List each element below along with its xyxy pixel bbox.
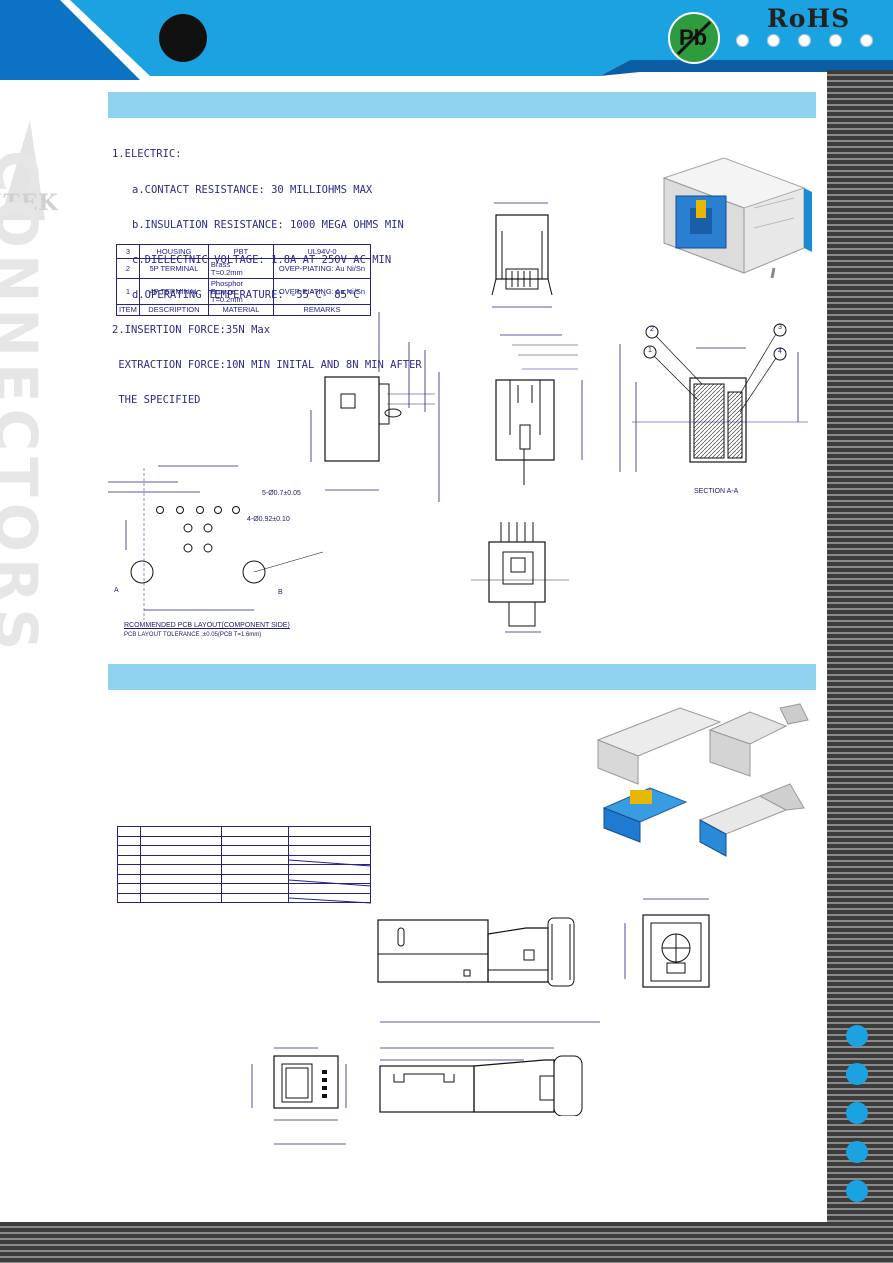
pcb-tolerance: PCB LAYOUT TOLERANCE :±0.05(PCB T=1.6mm) xyxy=(124,632,262,638)
spec-line: a.CONTACT RESISTANCE: 30 MILLIOHMS MAX xyxy=(132,183,373,196)
pcb-caption: RCOMMENDED PCB LAYOUT(COMPONENT SIDE) xyxy=(124,622,290,629)
plug-side-view-drawing xyxy=(377,917,575,987)
nav-bullet xyxy=(846,1180,868,1202)
table-cell: 5P TERMINAL xyxy=(138,258,209,279)
nav-bullet xyxy=(846,1102,868,1124)
table-cell: MATERIAL xyxy=(207,304,274,316)
bottom-view-drawing xyxy=(471,522,569,633)
table-row: ITEM DESCRIPTION MATERIAL REMARKS xyxy=(116,304,372,316)
table-cell: 2 xyxy=(116,258,140,279)
pcb-layout-drawing xyxy=(108,465,324,620)
rohs-logo: RoHS xyxy=(767,4,851,33)
table-cell: HOUSING xyxy=(138,244,209,259)
table-row: 3 HOUSING PBT UL94V-0 xyxy=(116,244,372,259)
table-cell: OVEP-PIATING: Au Ni/Sn xyxy=(272,278,372,305)
nav-bullet xyxy=(846,1141,868,1163)
table-cell: UL94V-0 xyxy=(272,244,372,259)
callout-3: 3 xyxy=(778,324,782,331)
side-view-drawing xyxy=(310,312,440,502)
table-row xyxy=(117,826,371,837)
pcb-hole-5-label: 5-Ø0.7±0.05 xyxy=(262,490,301,497)
brand-name: ITEK xyxy=(0,190,59,216)
front-view-drawing xyxy=(491,202,553,308)
table-row xyxy=(117,892,371,903)
section-band-bottom xyxy=(108,664,816,690)
pb-free-badge: Pb xyxy=(668,12,720,64)
bom-table-empty xyxy=(117,826,371,903)
callout-2: 2 xyxy=(650,326,654,333)
callout-1: 1 xyxy=(648,347,652,354)
spec-line: EXTRACTION FORCE:10N MIN INITAL AND 8N M… xyxy=(112,358,422,371)
table-cell: PBT xyxy=(207,244,274,259)
table-cell: 4P TERMINAL xyxy=(138,278,209,305)
label-b: B xyxy=(278,589,283,596)
plug-end-view-drawing xyxy=(251,1047,347,1145)
table-cell: REMARKS xyxy=(272,304,372,316)
table-cell: ITEM xyxy=(116,304,140,316)
bottom-stripe-panel xyxy=(0,1222,893,1263)
header-dot xyxy=(736,34,749,47)
table-cell: OVEP-PIATING: Au Ni/Sn xyxy=(272,258,372,279)
table-cell: Brass T=0.2mm xyxy=(207,258,274,279)
nav-bullet xyxy=(846,1063,868,1085)
brand-triangle-logo xyxy=(0,120,45,220)
callout-4: 4 xyxy=(778,348,782,355)
header-shape xyxy=(0,0,893,80)
table-row xyxy=(117,835,371,846)
no-lead-slash-icon xyxy=(676,20,712,56)
table-cell: 1 xyxy=(116,278,140,305)
pcb-hole-4-label: 4-Ø0.92±0.10 xyxy=(247,516,290,523)
nav-bullet xyxy=(846,1025,868,1047)
spec-line: 1.ELECTRIC: xyxy=(112,148,182,161)
spec-line: 2.INSERTION FORCE:35N Max xyxy=(112,323,271,336)
plug-top-view-drawing xyxy=(379,1021,600,1116)
header-dot xyxy=(860,34,873,47)
header-dot xyxy=(829,34,842,47)
watermark-text: CONNECTORS MANUFACTURE xyxy=(0,150,50,657)
table-cell: DESCRIPTION xyxy=(138,304,209,316)
table-diagonal-marks xyxy=(289,859,371,904)
section-caption: SECTION A-A xyxy=(694,488,739,495)
front-section-view-drawing xyxy=(495,334,583,485)
bom-table: 3 HOUSING PBT UL94V-0 2 5P TERMINAL Bras… xyxy=(116,244,372,316)
table-row: 2 5P TERMINAL Brass T=0.2mm OVEP-PIATING… xyxy=(116,258,372,279)
section-band-top xyxy=(108,92,816,118)
section-aa-drawing xyxy=(619,323,808,472)
header-dot xyxy=(767,34,780,47)
plug-front-view-drawing xyxy=(624,898,710,988)
spec-line: THE SPECIFIED xyxy=(112,394,201,407)
table-row: 1 4P TERMINAL Phosphor Bronze T=0.2mm OV… xyxy=(116,278,372,305)
spec-line: b.INSULATION RESISTANCE: 1000 MEGA OHMS … xyxy=(132,218,404,231)
header-dot xyxy=(798,34,811,47)
label-a: A xyxy=(114,587,119,594)
header-bar: Pb RoHS xyxy=(0,0,893,80)
plug-photo xyxy=(596,703,809,857)
table-cell: Phosphor Bronze T=0.2mm xyxy=(207,278,274,305)
table-cell: 3 xyxy=(116,244,140,259)
receptacle-photo xyxy=(662,157,812,278)
